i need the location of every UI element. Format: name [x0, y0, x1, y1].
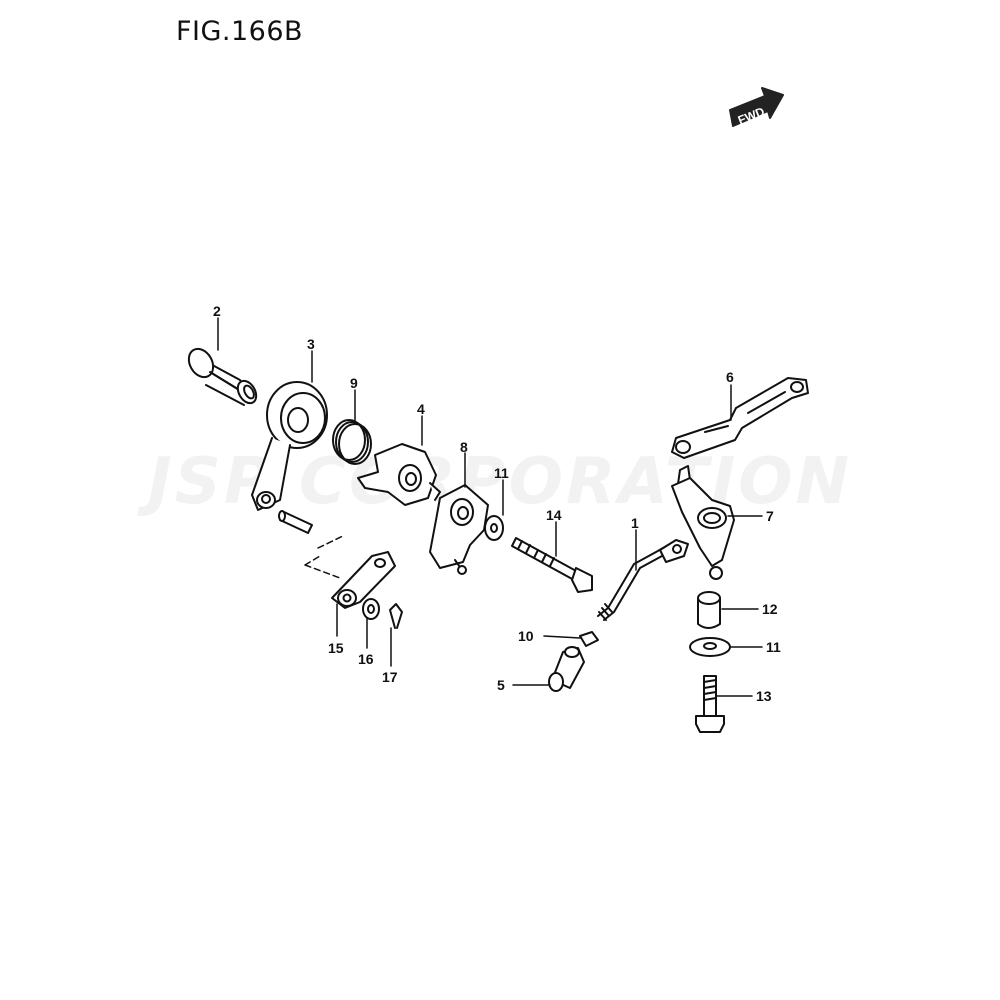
callout-9: 9 [350, 375, 358, 391]
callout-3: 3 [307, 336, 315, 352]
part-3-drum-arm [251, 381, 328, 511]
callout-8: 8 [460, 439, 468, 455]
callout-1: 1 [631, 515, 639, 531]
callout-10: 10 [518, 628, 534, 644]
part-12-collar [697, 591, 721, 629]
part-9-spring [332, 419, 372, 465]
part-8-bracket [429, 484, 489, 575]
callout-6: 6 [726, 369, 734, 385]
callout-4: 4 [417, 401, 425, 417]
callout-11-upper: 11 [494, 465, 509, 481]
callout-7: 7 [766, 508, 774, 524]
part-13-bolt [695, 675, 725, 733]
part-5-rod-end [548, 646, 585, 692]
part-14-bolt [511, 537, 593, 593]
callout-2: 2 [213, 303, 221, 319]
part-1-rod [597, 539, 689, 621]
part-10-nut [579, 631, 599, 647]
callout-16: 16 [358, 651, 374, 667]
callout-17: 17 [382, 669, 398, 685]
pin [278, 510, 313, 534]
callout-11-lower: 11 [766, 639, 781, 655]
callout-12: 12 [762, 601, 778, 617]
part-6-link [671, 377, 809, 459]
callout-13: 13 [756, 688, 772, 704]
callout-15: 15 [328, 640, 344, 656]
callout-14: 14 [546, 507, 562, 523]
part-11-washer-lower [689, 637, 731, 657]
callout-5: 5 [497, 677, 505, 693]
part-11-washer-upper [484, 515, 504, 541]
figure-title: FIG.166B [176, 16, 304, 47]
part-15-lever [331, 551, 396, 609]
fwd-arrow-icon: FWD [729, 87, 784, 127]
part-2-collar [187, 347, 258, 406]
part-4-cam-plate [357, 443, 441, 506]
part-17-cotter-pin [389, 603, 403, 629]
leader-lines [217, 317, 763, 697]
part-16-washer [362, 598, 380, 620]
part-7-bell-crank [671, 465, 735, 580]
